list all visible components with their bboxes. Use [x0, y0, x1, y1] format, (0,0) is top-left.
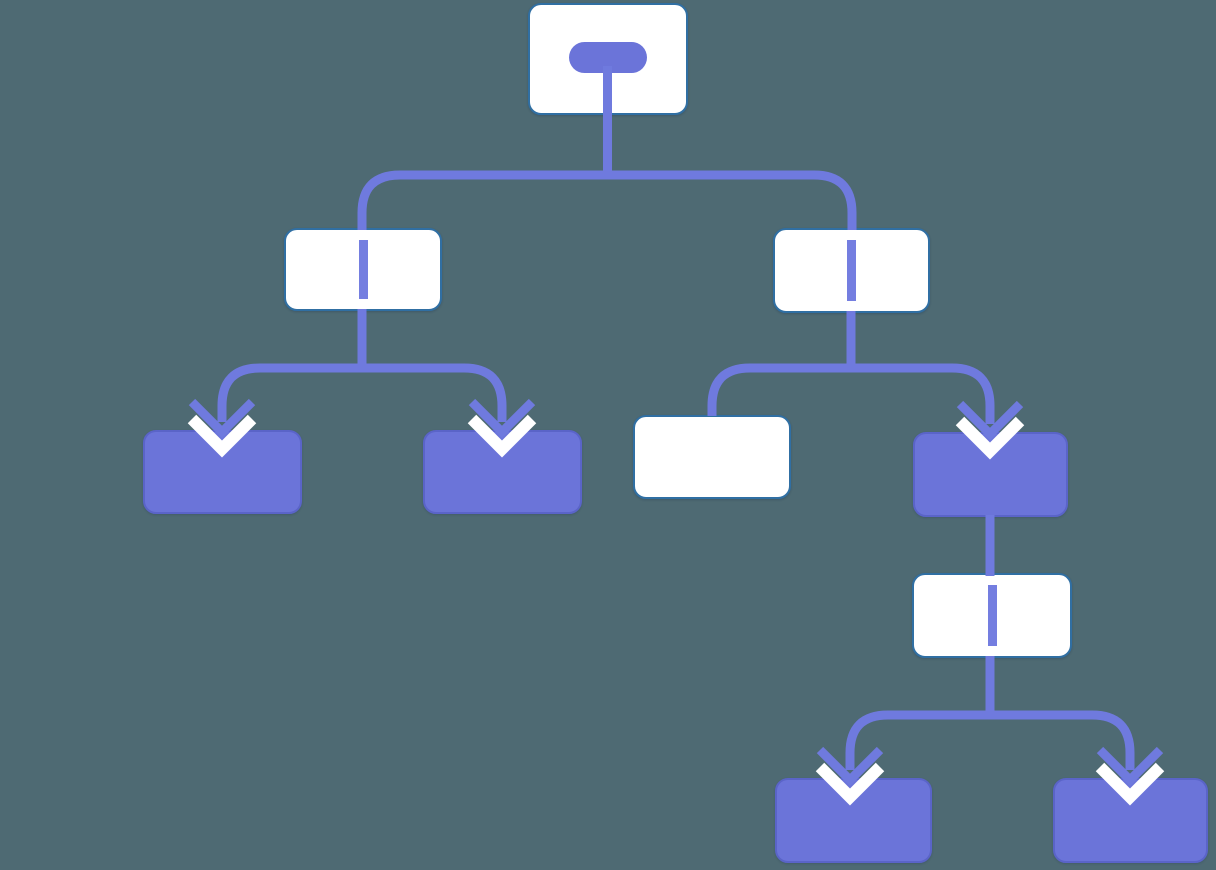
- node-gate-right[interactable]: [773, 228, 930, 313]
- connector-fork-2: [217, 363, 507, 422]
- vertical-line-icon: [358, 240, 368, 299]
- arrow-chevron-down-icon-leaf-left-1: [188, 398, 256, 439]
- node-leaf-bottom-2[interactable]: [1053, 778, 1208, 863]
- node-leaf-left-1[interactable]: [143, 430, 302, 514]
- node-collector-right[interactable]: [913, 432, 1068, 517]
- vertical-line-icon: [847, 240, 856, 301]
- node-leaf-left-2[interactable]: [423, 430, 582, 514]
- node-leaf-bottom-1[interactable]: [775, 778, 932, 863]
- arrow-chevron-down-icon-leaf-left-2: [468, 398, 536, 439]
- node-gate-left[interactable]: [284, 228, 442, 311]
- pill-icon: [569, 42, 647, 73]
- connector-fork-4: [845, 710, 1135, 770]
- arrow-chevron-down-icon-leaf-bottom-2: [1096, 746, 1164, 787]
- arrow-chevron-down-icon-collector-right: [956, 400, 1024, 441]
- arrow-chevron-down-icon-leaf-bottom-1: [816, 746, 884, 787]
- node-root[interactable]: [528, 3, 688, 115]
- node-gate-bottom[interactable]: [912, 573, 1072, 658]
- connector-fork-1: [357, 170, 857, 230]
- node-plain-right[interactable]: [633, 415, 791, 499]
- vertical-line-icon: [987, 585, 997, 646]
